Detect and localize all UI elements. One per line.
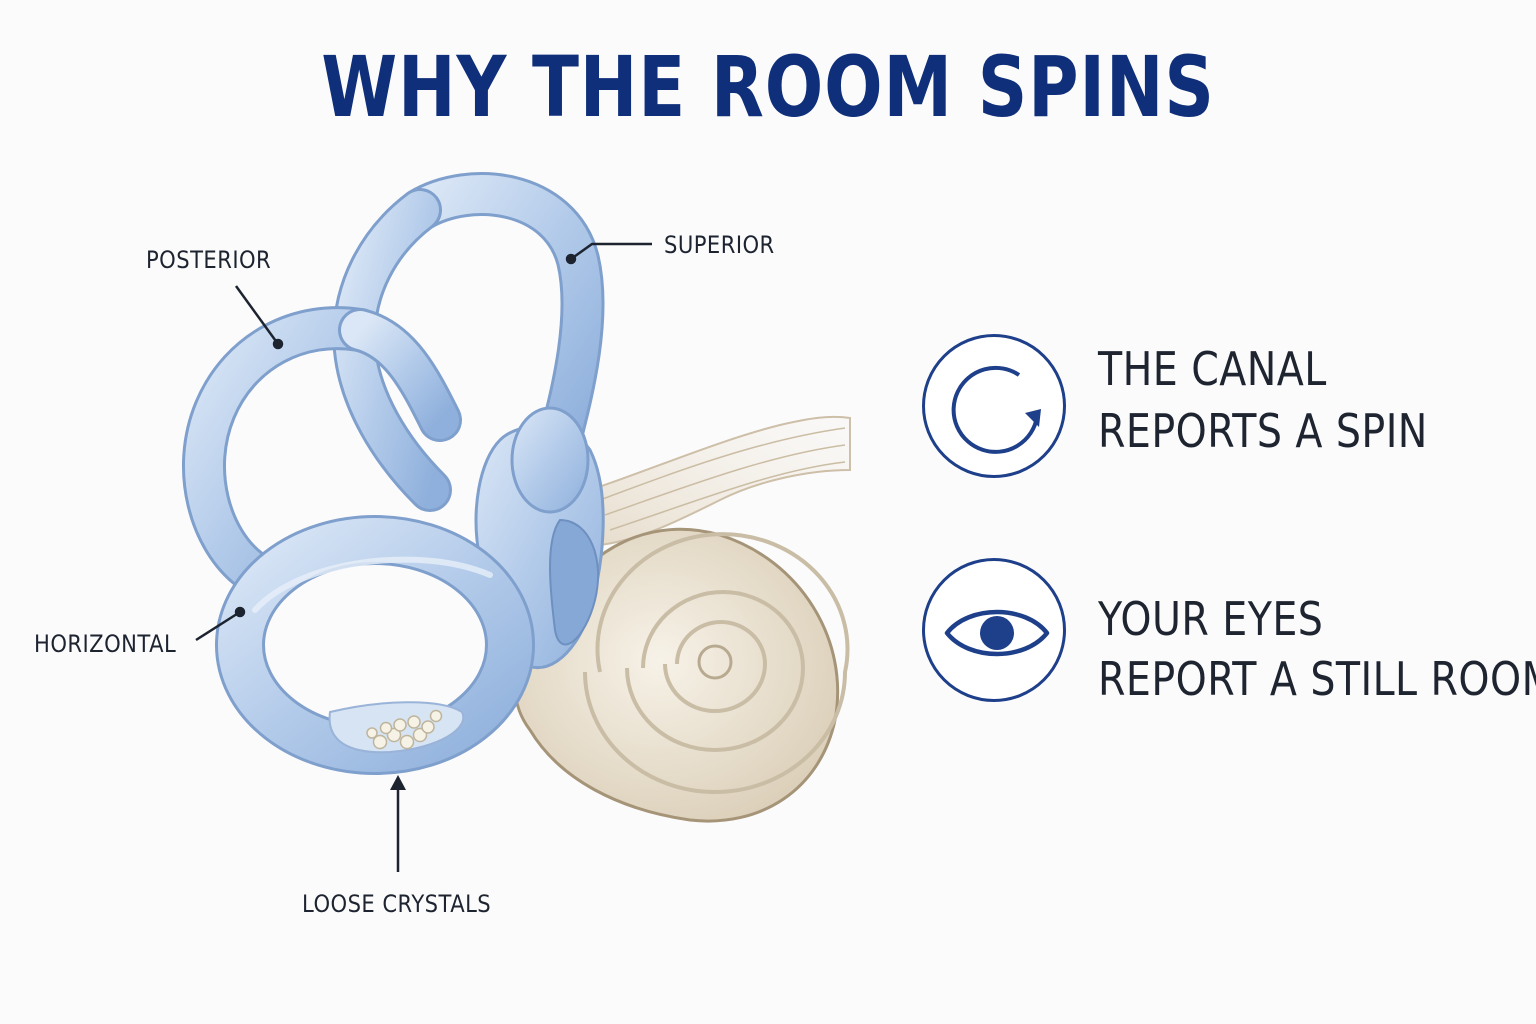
posterior-canal [182, 306, 462, 592]
rotate-arrow-icon [951, 365, 1041, 454]
info-canal-spin: THE CANAL REPORTS A SPIN [922, 334, 1522, 484]
info-canal-line1: THE CANAL [1098, 342, 1327, 396]
label-superior: SUPERIOR [664, 231, 775, 259]
leader-lines [195, 242, 652, 872]
posterior-leader [234, 285, 280, 345]
eye-icon [944, 609, 1050, 657]
label-posterior: POSTERIOR [146, 246, 272, 274]
info-eyes-line2: REPORT A STILL ROOM [1098, 652, 1536, 706]
loose-crystals [366, 709, 443, 750]
page-title: WHY THE ROOM SPINS [321, 38, 1215, 136]
label-loose-crystals: LOOSE CRYSTALS [302, 890, 492, 918]
info-canal-line2: REPORTS A SPIN [1098, 404, 1428, 458]
nerve-bundle [588, 415, 851, 547]
cochlea [514, 527, 850, 823]
eye-icon-badge [922, 558, 1066, 702]
rotate-arrow-icon-badge [922, 334, 1066, 478]
horizontal-leader [195, 610, 241, 642]
info-eyes-still: YOUR EYES REPORT A STILL ROOM [922, 558, 1536, 708]
info-eyes-line1: YOUR EYES [1098, 592, 1324, 646]
superior-leader [570, 242, 652, 261]
label-horizontal: HORIZONTAL [34, 630, 177, 658]
